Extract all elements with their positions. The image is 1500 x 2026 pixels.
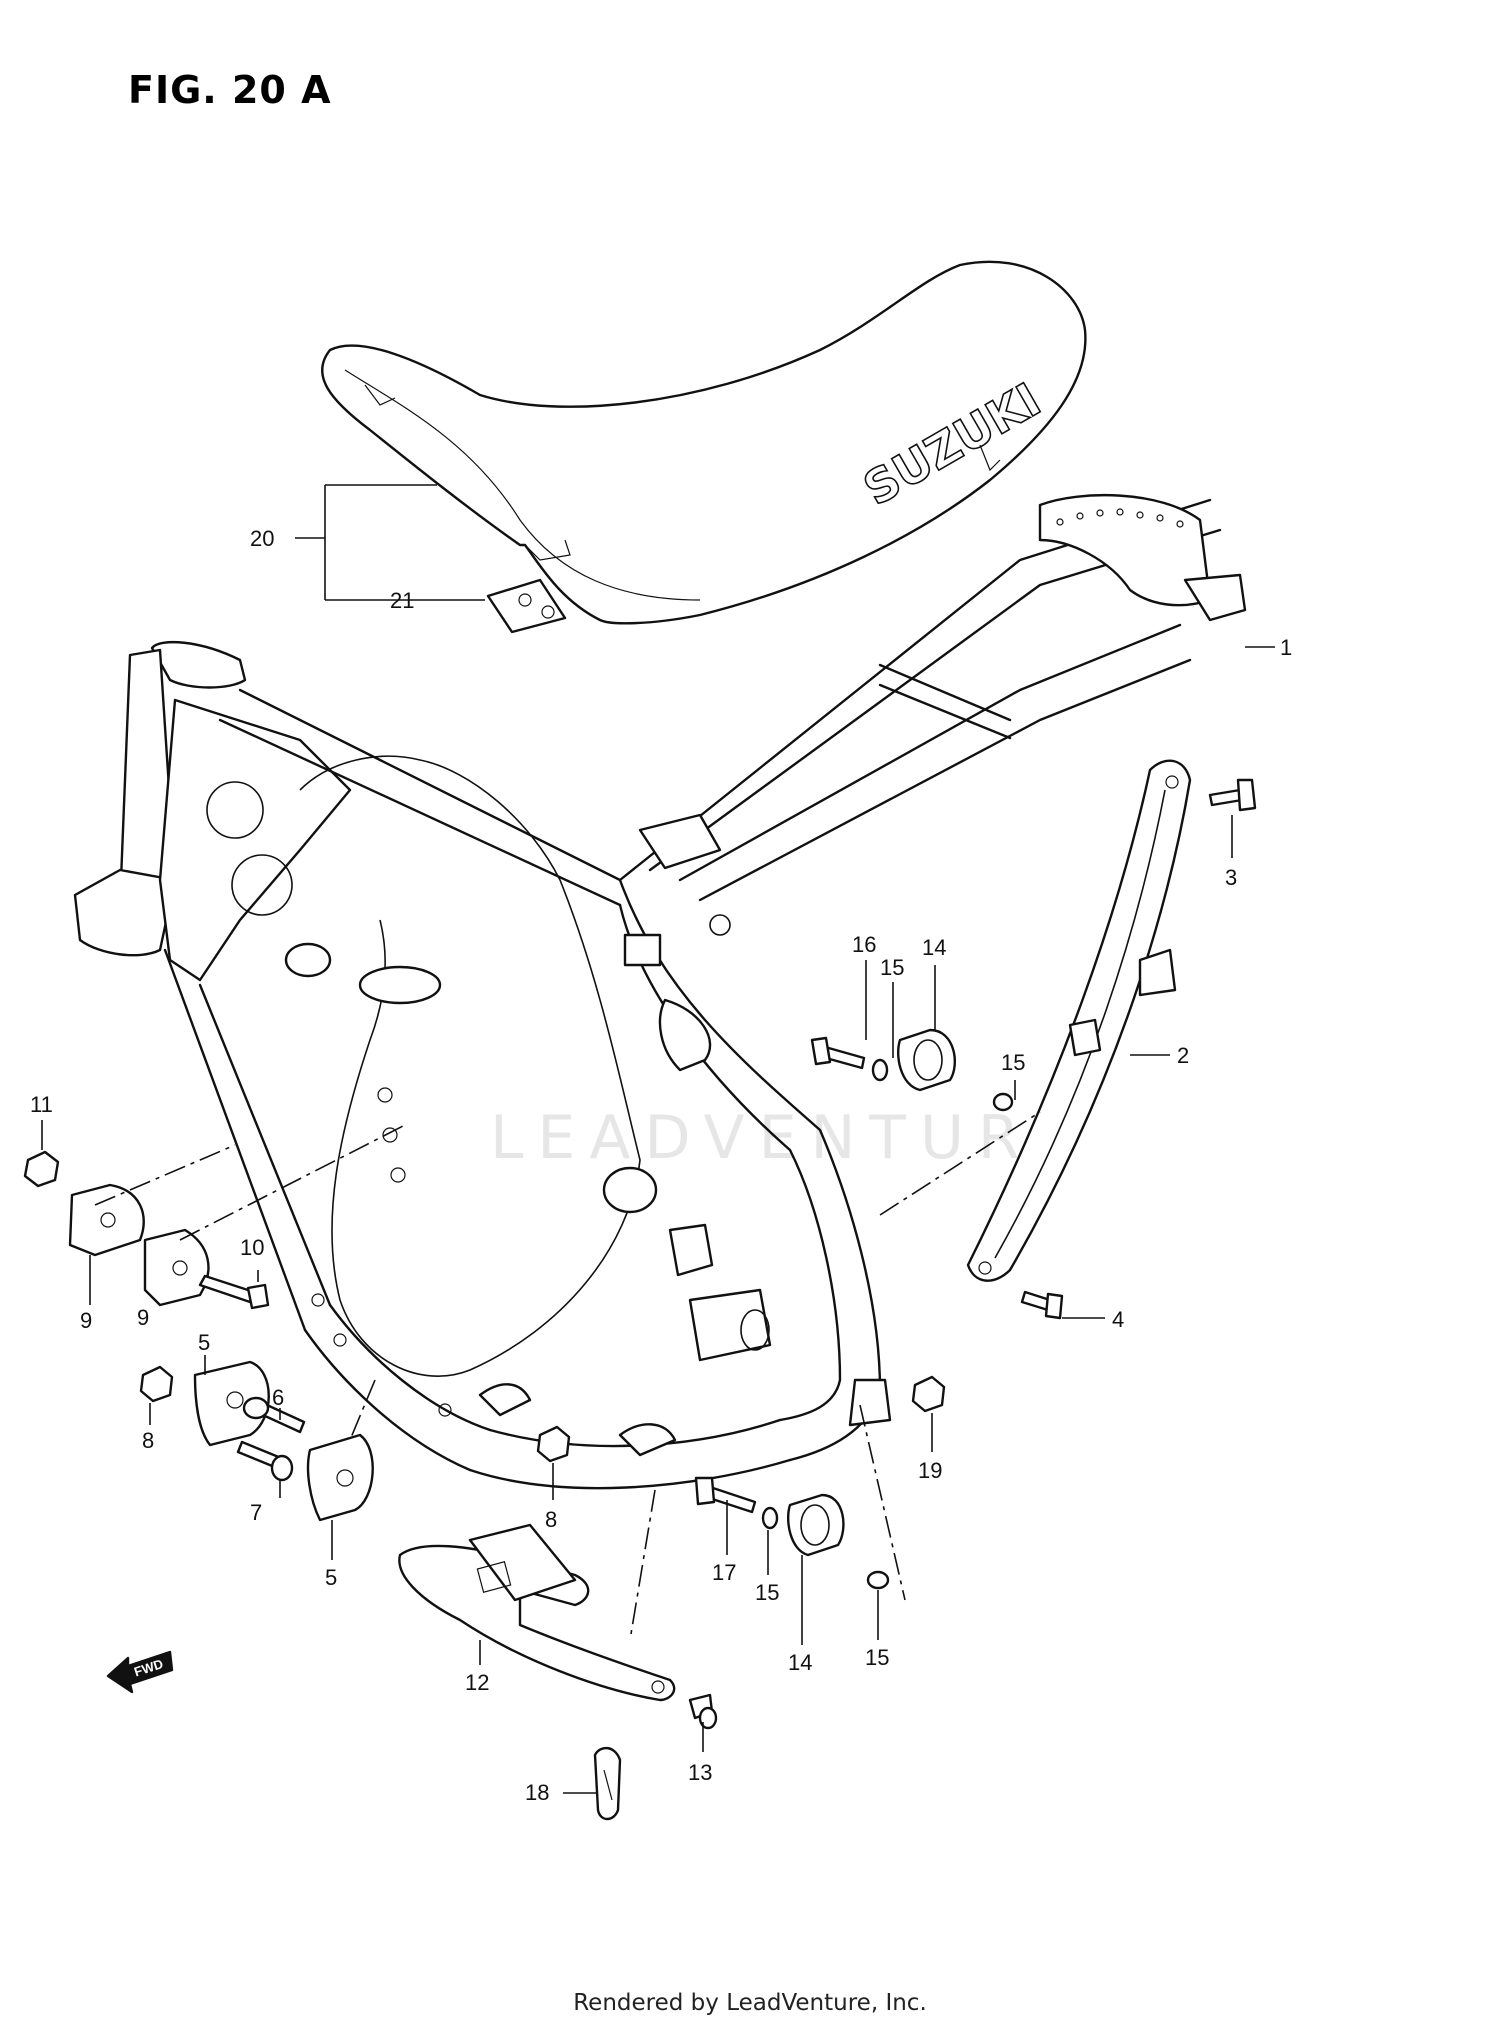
nut-19 xyxy=(911,1375,946,1413)
callout-5-upper: 5 xyxy=(198,1330,210,1355)
callout-12: 12 xyxy=(465,1670,489,1695)
nut-8-center xyxy=(536,1425,571,1463)
nut-11 xyxy=(23,1150,60,1188)
alignment-line xyxy=(179,1124,406,1241)
callout-20: 20 xyxy=(250,526,274,551)
main-frame xyxy=(73,493,1247,1490)
callout-18: 18 xyxy=(525,1780,549,1805)
callout-9-lower: 9 xyxy=(137,1305,149,1330)
bolt-4 xyxy=(1020,1290,1064,1320)
callout-1: 1 xyxy=(1280,635,1292,660)
callout-8-left: 8 xyxy=(142,1428,154,1453)
callout-21: 21 xyxy=(390,588,414,613)
washer-15-bottom xyxy=(866,1570,890,1590)
bolt-16 xyxy=(810,1036,866,1070)
engine-bracket-5-lower xyxy=(306,1433,374,1522)
bolt-6 xyxy=(242,1396,306,1434)
alignment-line xyxy=(859,1404,906,1601)
alignment-line xyxy=(629,1489,656,1641)
callout-17: 17 xyxy=(712,1560,736,1585)
callout-4: 4 xyxy=(1112,1307,1124,1332)
skid-bracket-12 xyxy=(398,1523,676,1702)
figure-title: FIG. 20 A xyxy=(128,68,332,112)
alignment-line xyxy=(879,1111,1041,1216)
callout-11: 11 xyxy=(30,1092,53,1117)
washer-15-right xyxy=(992,1092,1014,1112)
callout-5-lower: 5 xyxy=(325,1565,337,1590)
callout-19: 19 xyxy=(918,1458,942,1483)
callout-15-bottom: 15 xyxy=(865,1645,889,1670)
alignment-line xyxy=(94,1144,236,1206)
alignment-line xyxy=(349,1379,376,1441)
callout-3: 3 xyxy=(1225,865,1237,890)
seat: SUZUKI xyxy=(320,260,1087,625)
bushing-14-lower xyxy=(786,1493,845,1557)
washer-15-lower xyxy=(761,1506,779,1530)
washer-15-upper xyxy=(871,1058,889,1082)
bolt-7 xyxy=(236,1440,294,1482)
callout-6: 6 xyxy=(272,1385,284,1410)
callout-14-lower: 14 xyxy=(788,1650,812,1675)
callout-7: 7 xyxy=(250,1500,262,1525)
callout-8-center: 8 xyxy=(545,1507,557,1532)
callout-15-right: 15 xyxy=(1001,1050,1025,1075)
footer-credit: Rendered by LeadVenture, Inc. xyxy=(573,1990,927,2016)
engine-bracket-9-upper xyxy=(68,1183,145,1257)
fwd-arrow-icon: FWD xyxy=(106,1650,174,1694)
callout-13: 13 xyxy=(688,1760,712,1785)
engine-bracket-5-upper xyxy=(193,1360,270,1447)
bushing-14-upper xyxy=(897,1028,957,1092)
seat-bracket xyxy=(486,578,567,634)
callout-labels: 1 2 3 4 5 5 6 7 8 8 9 9 10 11 12 13 14 1… xyxy=(30,526,1292,1805)
callout-15-upper: 15 xyxy=(880,955,904,980)
callout-9-upper: 9 xyxy=(80,1308,92,1333)
clamp-18 xyxy=(593,1746,622,1821)
callout-10: 10 xyxy=(240,1235,264,1260)
callout-15-lower: 15 xyxy=(755,1580,779,1605)
bolt-13 xyxy=(688,1693,718,1730)
watermark-text: LEADVENTURE xyxy=(490,1103,1086,1173)
callout-14-upper: 14 xyxy=(922,935,946,960)
nut-8-left xyxy=(139,1365,174,1403)
callout-16: 16 xyxy=(852,932,876,957)
rear-sub-frame xyxy=(966,759,1192,1282)
bolt-10 xyxy=(198,1274,270,1310)
callout-2: 2 xyxy=(1177,1043,1189,1068)
bolt-3 xyxy=(1208,778,1257,812)
engine-bracket-9-lower xyxy=(143,1228,210,1307)
bolt-17 xyxy=(694,1476,757,1514)
leader-lines xyxy=(41,484,1275,1794)
